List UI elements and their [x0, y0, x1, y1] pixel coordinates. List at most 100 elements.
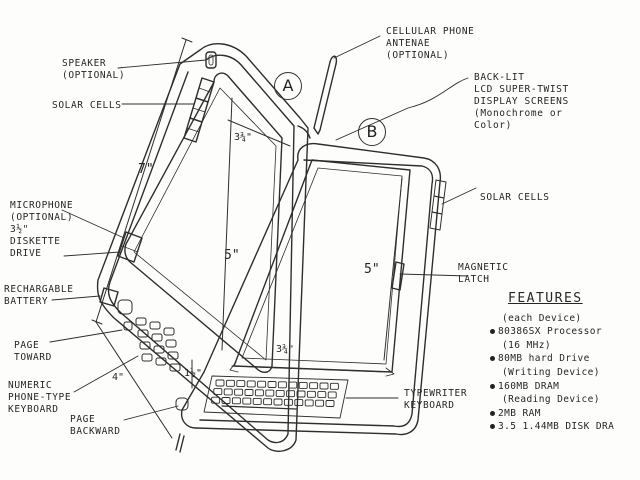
feature-text: (each Device) — [502, 312, 582, 324]
features-items: (each Device) 80386SX Processor(16 MHz) 80… — [490, 312, 638, 434]
bullet-icon — [490, 424, 495, 430]
keyboard-key — [257, 380, 267, 388]
feature-item: 3.5 1.44MB DISK DRA — [490, 420, 638, 434]
keyboard-key — [231, 397, 241, 405]
keyboard-key — [236, 380, 246, 388]
feature-text: 80386SX Processor — [498, 326, 603, 338]
keyboard-key — [252, 397, 262, 405]
label-speaker: SPEAKER(OPTIONAL) — [62, 58, 126, 81]
feature-item: (16 MHz) — [490, 339, 638, 353]
keyboard-key — [215, 379, 225, 387]
bullet-icon — [490, 410, 495, 416]
feature-text: 160MB DRAM — [498, 380, 560, 392]
keyboard-key — [221, 397, 231, 404]
stylus — [175, 433, 185, 453]
keyboard-key — [246, 380, 256, 388]
keyboard-key — [263, 398, 273, 406]
diskette-drive — [117, 231, 143, 263]
solar-cells-a — [183, 77, 215, 143]
dimension-lines — [91, 37, 403, 439]
feature-text: 3.5 1.44MB DISK DRA — [498, 421, 615, 433]
keyboard-key — [304, 399, 314, 407]
typewriter-keyboard — [203, 375, 349, 419]
keyboard-key — [244, 389, 254, 396]
keyboard-key — [242, 397, 252, 405]
label-solar-cells-right: SOLAR CELLS — [480, 192, 550, 203]
dim-height-left: 7" — [138, 162, 154, 177]
feature-item: (each Device) — [490, 312, 638, 326]
keyboard-key — [309, 382, 319, 390]
keyboard-key — [213, 388, 223, 396]
feature-text: (16 MHz) — [502, 339, 551, 351]
keyboard-key — [319, 382, 329, 390]
feature-item: 160MB DRAM — [490, 380, 638, 394]
keyboard-key — [325, 400, 335, 407]
label-microphone-diskette: MICROPHONE(OPTIONAL) 3½"DISKETTE DRIVE — [10, 200, 74, 259]
keyboard-key — [225, 379, 235, 387]
dim-depth-left: 4" — [112, 372, 125, 383]
dim-width-top: 3¾" — [234, 132, 253, 143]
features-title: FEATURES — [508, 291, 583, 306]
leader-lines — [49, 35, 477, 421]
keyboard-key — [277, 381, 287, 389]
keyboard-key — [223, 388, 233, 396]
keyboard-key — [283, 398, 293, 406]
magnetic-latch — [391, 261, 405, 291]
keyboard-key — [211, 396, 221, 404]
device-b-body — [180, 142, 442, 436]
keyboard-key — [306, 390, 316, 398]
dim-screen-left: 5" — [224, 248, 240, 263]
keyboard-key — [298, 381, 308, 389]
keyboard-key — [267, 381, 277, 388]
speaker-grille — [205, 51, 217, 69]
bullet-icon — [490, 383, 495, 389]
keyboard-key — [317, 391, 327, 399]
bullet-icon — [490, 329, 495, 335]
keyboard-key — [294, 399, 304, 407]
keyboard-key — [296, 390, 306, 398]
antenna — [313, 55, 338, 135]
battery-slot — [99, 287, 119, 307]
keyboard-key — [288, 381, 298, 389]
feature-item: (Writing Device) — [490, 366, 638, 380]
numeric-keypad — [117, 299, 189, 411]
dim-width-bottom: 3¾" — [276, 344, 295, 355]
feature-item: 2MB RAM — [490, 407, 638, 421]
device-tag-a: A — [274, 72, 302, 100]
feature-text: 2MB RAM — [498, 407, 541, 419]
device-a-body — [96, 43, 309, 452]
feature-text: 80MB hard Drive — [498, 353, 590, 365]
feature-item: 80MB hard Drive — [490, 352, 638, 366]
keyboard-key — [234, 388, 244, 396]
device-a-screen — [124, 72, 283, 373]
keyboard-key — [327, 391, 337, 399]
keyboard-key — [275, 389, 285, 397]
solar-cells-b — [429, 179, 447, 231]
keyboard-key — [265, 389, 275, 397]
keyboard-key — [273, 398, 283, 406]
hinge — [297, 125, 311, 139]
feature-text: (Reading Device) — [502, 394, 600, 406]
feature-item: 80386SX Processor — [490, 325, 638, 339]
keyboard-key — [329, 382, 339, 390]
keyboard-key — [286, 390, 296, 398]
feature-text: (Writing Device) — [502, 366, 600, 378]
label-solar-cells-left: SOLAR CELLS — [52, 100, 122, 111]
keyboard-key — [254, 389, 264, 397]
feature-item: (Reading Device) — [490, 393, 638, 407]
keyboard-key — [315, 399, 325, 407]
bullet-icon — [490, 356, 495, 362]
features-list: FEATURES (each Device)80386SX Processor(… — [490, 292, 638, 434]
device-tag-b: B — [358, 118, 386, 146]
dim-depth-small: 1½" — [184, 368, 203, 379]
